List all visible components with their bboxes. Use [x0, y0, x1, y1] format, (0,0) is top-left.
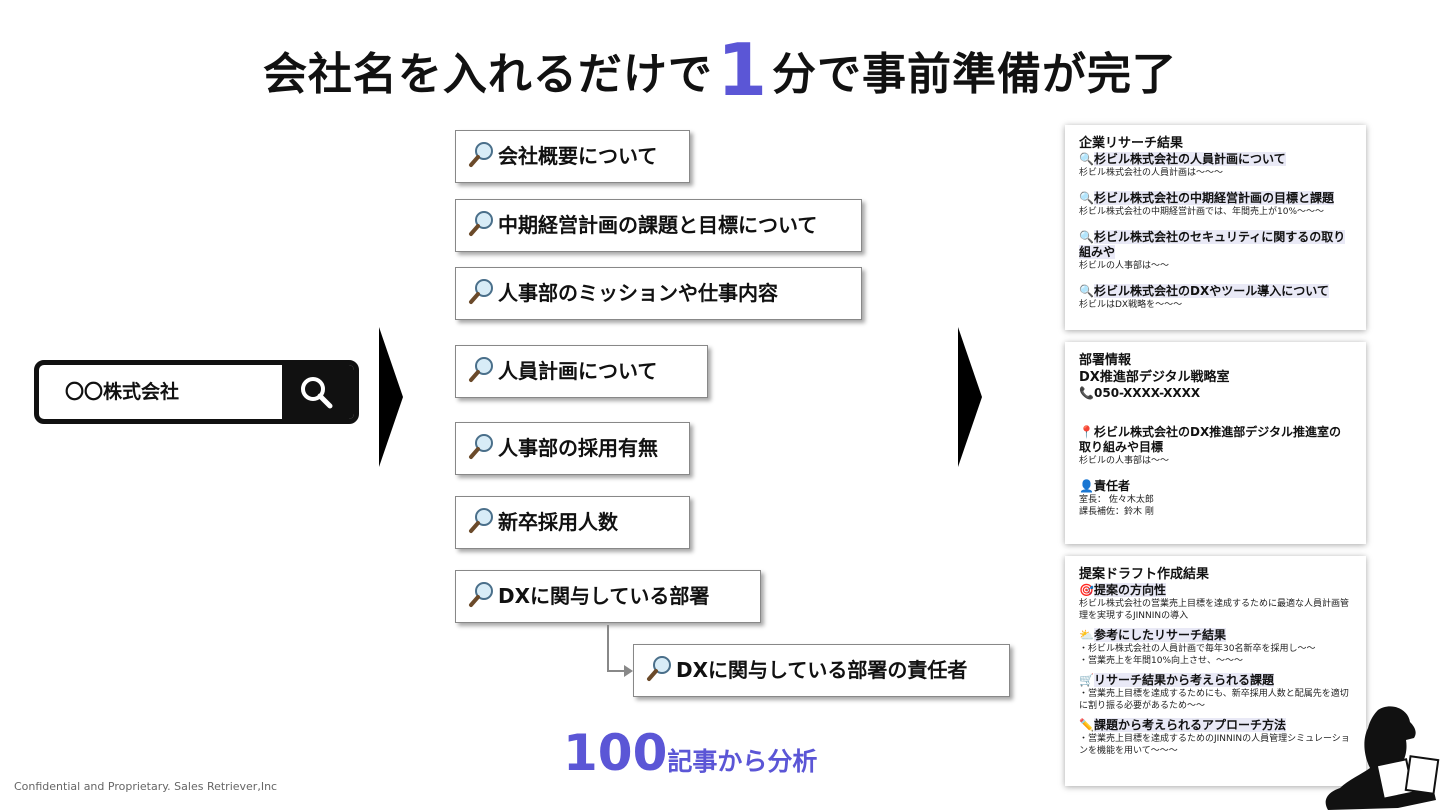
research-result-card: 企業リサーチ結果 🔍杉ビル株式会社の人員計画について 杉ビル株式会社の人員計画は…	[1065, 125, 1366, 330]
department-initiative-text: 杉ビルの人事部は〜〜	[1079, 456, 1170, 466]
proposal-reference-line: ・杉ビル株式会社の人員計画で毎年30名新卒を採用し〜〜	[1079, 644, 1316, 654]
magnifier-icon	[647, 656, 671, 681]
proposal-approach-text: ・営業売上目標を達成するためのJINNINの人員管理シミュレーションを機能を用い…	[1079, 734, 1350, 756]
magnifier-icon	[469, 582, 493, 607]
research-item-text: 杉ビルの人事部は〜〜	[1079, 261, 1170, 271]
connector-line	[607, 625, 609, 671]
search-button[interactable]	[282, 365, 354, 419]
magnifier-icon	[469, 142, 493, 167]
magnifier-icon: 🔍	[1079, 284, 1094, 298]
title-highlight: 1	[716, 28, 769, 112]
target-icon: 🎯	[1079, 583, 1094, 597]
topic-label: 人事部のミッションや仕事内容	[498, 281, 778, 305]
research-item-title: 🔍杉ビル株式会社のDXやツール導入について	[1079, 284, 1329, 298]
department-heading: 部署情報	[1079, 353, 1132, 368]
manager-line: 室長： 佐々木太郎	[1079, 495, 1154, 505]
company-search-input[interactable]: 〇〇株式会社	[65, 381, 180, 403]
proposal-draft-card: 提案ドラフト作成結果 🎯提案の方向性 杉ビル株式会社の営業売上目標を達成するため…	[1065, 556, 1366, 786]
research-item-title: 🔍杉ビル株式会社の人員計画について	[1079, 152, 1286, 166]
topic-label: 人事部の採用有無	[498, 436, 658, 460]
research-item-title: 🔍杉ビル株式会社の中期経営計画の目標と課題	[1079, 191, 1335, 205]
person-icon: 👤	[1079, 479, 1094, 493]
magnifier-icon: 🔍	[1079, 152, 1094, 166]
magnifier-icon	[469, 434, 493, 459]
research-item-title: 🔍杉ビル株式会社のセキュリティに関するの取り組みや	[1079, 230, 1346, 259]
proposal-direction-text: 杉ビル株式会社の営業売上目標を達成するために最適な人員計画管理を実現するJINN…	[1079, 599, 1350, 621]
articles-label: 記事から分析	[667, 747, 818, 776]
topic-label: 人員計画について	[498, 359, 658, 383]
proposal-approach-title: ✏️課題から考えられるアプローチ方法	[1079, 718, 1287, 732]
research-heading: 企業リサーチ結果	[1079, 136, 1184, 151]
connector-arrowhead	[624, 665, 633, 677]
manager-line: 課長補佐：鈴木 剛	[1079, 507, 1154, 517]
topic-label: DXに関与している部署の責任者	[676, 658, 968, 682]
topic-label: 新卒採用人数	[498, 510, 618, 534]
page-title: 会社名を入れるだけで1分で事前準備が完了	[0, 28, 1440, 117]
flow-arrow-2	[958, 327, 982, 467]
flow-arrow-1	[379, 327, 403, 467]
proposal-issues-title: 🛒リサーチ結果から考えられる課題	[1079, 673, 1275, 687]
proposal-heading: 提案ドラフト作成結果	[1079, 567, 1210, 582]
topic-label: DXに関与している部署	[498, 584, 710, 608]
magnifier-icon	[469, 279, 493, 304]
department-initiative-title: 📍杉ビル株式会社のDX推進部デジタル推進室の取り組みや目標	[1079, 425, 1341, 454]
connector-line	[607, 670, 627, 672]
research-item-text: 杉ビルはDX戦略を〜〜〜	[1079, 300, 1183, 310]
magnifier-icon: 🔍	[1079, 230, 1094, 244]
proposal-issues-text: ・営業売上目標を達成するためにも、新卒採用人数と配属先を適切に割り振る必要がある…	[1079, 689, 1349, 711]
magnifier-icon: 🔍	[1079, 191, 1094, 205]
topic-hr-hiring: 人事部の採用有無	[455, 422, 690, 475]
research-item-text: 杉ビル株式会社の中期経営計画では、年間売上が10%〜〜〜	[1079, 207, 1325, 217]
topic-label: 中期経営計画の課題と目標について	[498, 213, 818, 237]
proposal-reference-line: ・営業売上を年間10%向上させ、〜〜〜	[1079, 656, 1244, 666]
manager-heading: 👤責任者	[1079, 479, 1131, 493]
topic-company-overview: 会社概要について	[455, 130, 690, 183]
department-name: DX推進部デジタル戦略室	[1079, 370, 1230, 385]
weather-icon: ⛅	[1079, 628, 1094, 642]
search-icon	[301, 377, 333, 409]
title-post: 分で事前準備が完了	[772, 49, 1178, 100]
proposal-direction-title: 🎯提案の方向性	[1079, 583, 1167, 597]
title-pre: 会社名を入れるだけで	[262, 49, 713, 100]
footer-confidential: Confidential and Proprietary. Sales Retr…	[14, 780, 278, 793]
pen-icon: ✏️	[1079, 718, 1094, 732]
cart-icon: 🛒	[1079, 673, 1094, 687]
magnifier-icon	[469, 211, 493, 236]
topic-midterm-plan: 中期経営計画の課題と目標について	[455, 199, 862, 252]
articles-number: 100	[563, 724, 668, 782]
topic-label: 会社概要について	[498, 144, 658, 168]
articles-count: 100記事から分析	[563, 724, 817, 782]
proposal-reference-title: ⛅参考にしたリサーチ結果	[1079, 628, 1227, 642]
topic-dx-manager: DXに関与している部署の責任者	[633, 644, 1010, 697]
magnifier-icon	[469, 357, 493, 382]
topic-dx-department: DXに関与している部署	[455, 570, 761, 623]
research-item-text: 杉ビル株式会社の人員計画は〜〜〜	[1079, 168, 1224, 178]
company-search-box[interactable]: 〇〇株式会社	[34, 360, 359, 424]
topic-new-grad-count: 新卒採用人数	[455, 496, 690, 549]
topic-staffing-plan: 人員計画について	[455, 345, 708, 398]
phone-icon: 📞	[1079, 386, 1094, 400]
topic-hr-mission: 人事部のミッションや仕事内容	[455, 267, 862, 320]
department-info-card: 部署情報 DX推進部デジタル戦略室 📞050-XXXX-XXXX 📍杉ビル株式会…	[1065, 342, 1366, 544]
dog-mascot-icon	[1325, 706, 1440, 810]
magnifier-icon	[469, 508, 493, 533]
department-phone: 📞050-XXXX-XXXX	[1079, 386, 1201, 400]
pin-icon: 📍	[1079, 425, 1094, 439]
